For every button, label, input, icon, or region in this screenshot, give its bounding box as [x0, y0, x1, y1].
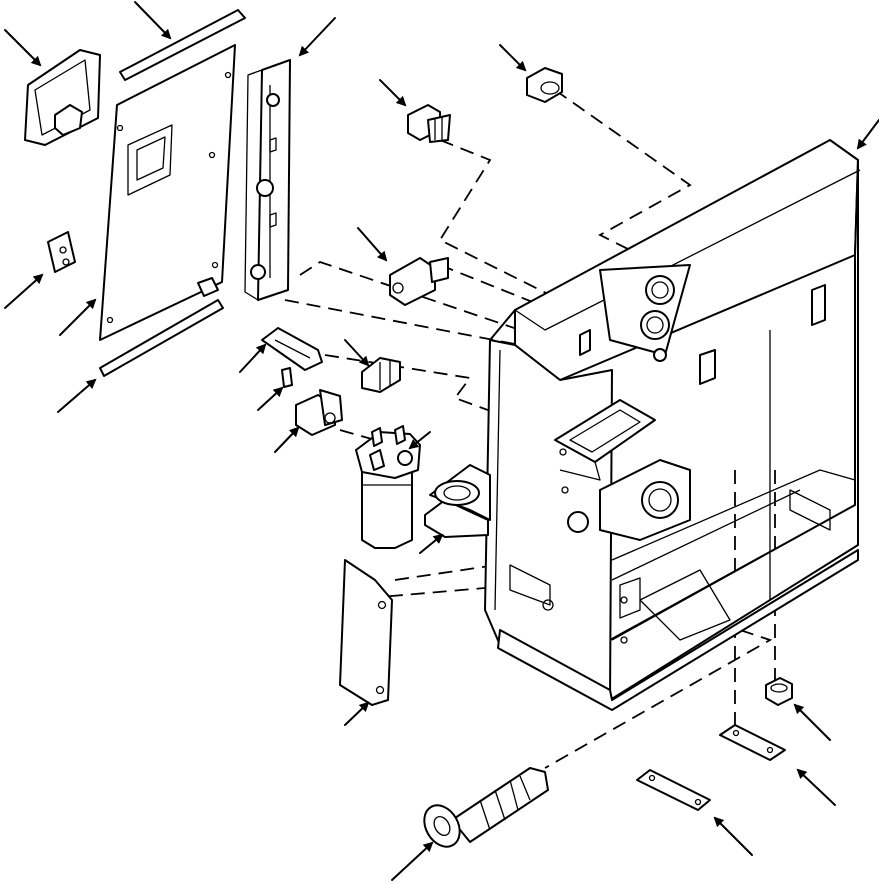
arrow-gasket-strip-top	[134, 1, 172, 40]
gasket-strip-bottom	[99, 299, 224, 377]
sight-gauge-cover	[24, 49, 101, 146]
gasket-strip-top	[119, 9, 246, 81]
hydraulic-tank-body	[484, 139, 861, 711]
arrow-bottom-strip	[57, 378, 97, 413]
arrow-small-clip	[4, 273, 44, 309]
arrow-breather-plug	[379, 79, 407, 107]
arrow-elbow-fitting	[274, 426, 300, 453]
arrow-filter-head	[408, 431, 431, 450]
arrow-hinge-bracket	[298, 17, 336, 57]
arrow-shim-right	[796, 768, 836, 806]
filter-bracket	[424, 464, 491, 538]
breather-plug	[407, 104, 451, 143]
inline-fitting	[361, 357, 401, 393]
straight-adapter	[389, 257, 449, 306]
arrow-drain-plug	[793, 703, 831, 741]
drain-plug	[765, 677, 793, 706]
top-cap	[526, 67, 563, 103]
shim-center	[636, 769, 711, 811]
arrow-top-left	[4, 29, 42, 67]
filter-assembly	[355, 425, 421, 549]
arrow-suction-strainer	[391, 841, 434, 881]
set-screw	[281, 367, 293, 388]
shim-right	[719, 724, 786, 761]
suction-strainer	[423, 767, 549, 848]
arrow-top-cap	[499, 44, 527, 72]
cover-plate	[339, 559, 393, 706]
elbow-fitting	[295, 389, 343, 436]
arrow-inline-fitting	[344, 339, 370, 367]
callout-arrows	[4, 1, 879, 881]
arrow-set-screw	[257, 386, 284, 411]
arrow-cover-plate	[344, 701, 370, 726]
arrow-slotted-plate	[239, 343, 267, 373]
arrow-side-panel	[59, 298, 97, 336]
arrow-tank-body	[856, 119, 879, 150]
slotted-plate	[261, 327, 323, 371]
arrow-shim-center	[713, 816, 753, 856]
access-panel	[99, 44, 236, 341]
small-clip	[47, 231, 76, 273]
arrow-straight-adapter	[357, 227, 388, 262]
arrow-filter-bracket	[419, 533, 444, 554]
hinge-bracket	[244, 59, 291, 301]
